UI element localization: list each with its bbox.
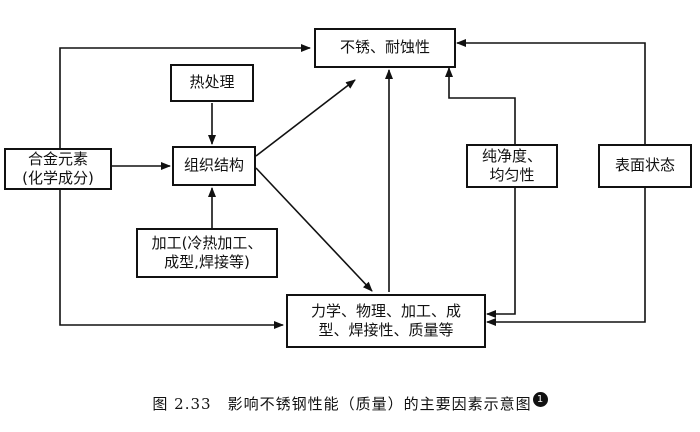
footnote-marker-icon: 1 (532, 392, 548, 407)
node-heat-treatment-label: 热处理 (189, 73, 235, 92)
node-processing-label: 加工(冷热加工、 成型,焊接等) (151, 233, 263, 272)
arrow-purity-to-corrosion (445, 67, 516, 144)
node-purity-uniformity-label: 纯净度、 均匀性 (481, 146, 542, 185)
arrow-structure-to-properties (255, 167, 373, 292)
arrow-surface-to-properties (486, 188, 646, 326)
arrow-surface-to-corrosion (456, 39, 646, 144)
node-microstructure: 组织结构 (172, 146, 256, 186)
node-purity-uniformity: 纯净度、 均匀性 (466, 144, 558, 188)
node-alloy-elements: 合金元素 (化学成分) (4, 148, 112, 190)
arrow-purity-to-properties (486, 188, 516, 318)
arrow-alloy-to-properties (59, 188, 284, 329)
figure-caption-text: 影响不锈钢性能（质量）的主要因素示意图 (227, 395, 532, 413)
node-alloy-elements-label: 合金元素 (化学成分) (22, 149, 94, 188)
arrow-alloy-to-corrosion (59, 44, 311, 148)
arrow-structure-to-corrosion (255, 79, 356, 157)
node-surface-state-label: 表面状态 (614, 156, 675, 175)
node-corrosion-resistance: 不锈、耐蚀性 (314, 28, 456, 68)
figure-number: 图 2.33 (152, 395, 212, 413)
node-heat-treatment: 热处理 (170, 64, 254, 102)
node-surface-state: 表面状态 (598, 144, 692, 188)
node-processing: 加工(冷热加工、 成型,焊接等) (136, 228, 278, 278)
node-corrosion-resistance-label: 不锈、耐蚀性 (339, 38, 430, 57)
node-properties-label: 力学、物理、加工、成 型、焊接性、质量等 (310, 301, 461, 340)
node-microstructure-label: 组织结构 (183, 156, 244, 175)
node-properties: 力学、物理、加工、成 型、焊接性、质量等 (286, 294, 486, 348)
